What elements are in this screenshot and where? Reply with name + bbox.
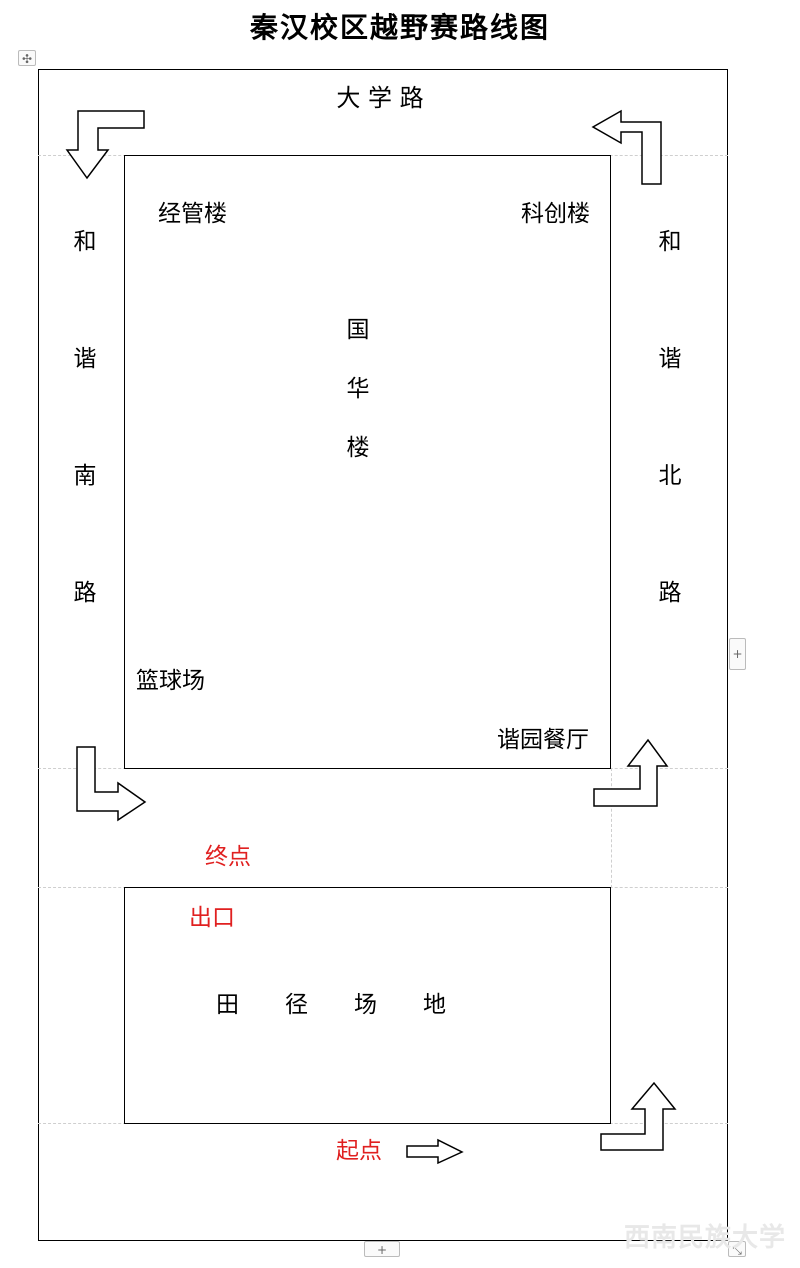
- road-char: 谐: [658, 346, 682, 372]
- road-char: 路: [658, 580, 682, 606]
- start-label: 起点: [336, 1138, 382, 1164]
- building-char: 华: [346, 376, 370, 402]
- add-row-button[interactable]: +: [364, 1241, 400, 1257]
- label-track-field: 田 径 场 地: [216, 992, 446, 1018]
- road-char: 北: [658, 463, 682, 489]
- label-jingguan-building: 经管楼: [158, 201, 227, 227]
- building-char: 楼: [346, 435, 370, 461]
- move-table-icon[interactable]: ✣: [18, 50, 36, 66]
- add-column-button[interactable]: +: [729, 638, 746, 670]
- building-char: 国: [346, 317, 370, 343]
- label-basketball-court: 篮球场: [136, 668, 205, 694]
- guide-line: [611, 768, 612, 888]
- road-hexie-north: 和 谐 北 路: [655, 231, 685, 605]
- road-char: 谐: [73, 346, 97, 372]
- label-guohua-building: 国 华 楼: [343, 319, 373, 460]
- road-char: 南: [73, 463, 97, 489]
- road-hexie-south: 和 谐 南 路: [70, 231, 100, 605]
- label-xieyuan-canteen: 谐园餐厅: [497, 727, 589, 753]
- exit-label: 出口: [189, 905, 235, 931]
- road-daxue: 大 学 路: [336, 84, 424, 112]
- road-char: 和: [658, 229, 682, 255]
- finish-label: 终点: [205, 844, 251, 870]
- watermark-logo: 西南民族大学: [623, 1223, 786, 1253]
- road-char: 和: [73, 229, 97, 255]
- resize-table-icon[interactable]: ⤡: [728, 1241, 746, 1257]
- map-frame: [38, 69, 728, 1241]
- label-kechuang-building: 科创楼: [521, 201, 590, 227]
- road-char: 路: [73, 580, 97, 606]
- page-title: 秦汉校区越野赛路线图: [249, 11, 550, 44]
- track-field-block: [124, 887, 611, 1124]
- main-building-block: [124, 155, 611, 769]
